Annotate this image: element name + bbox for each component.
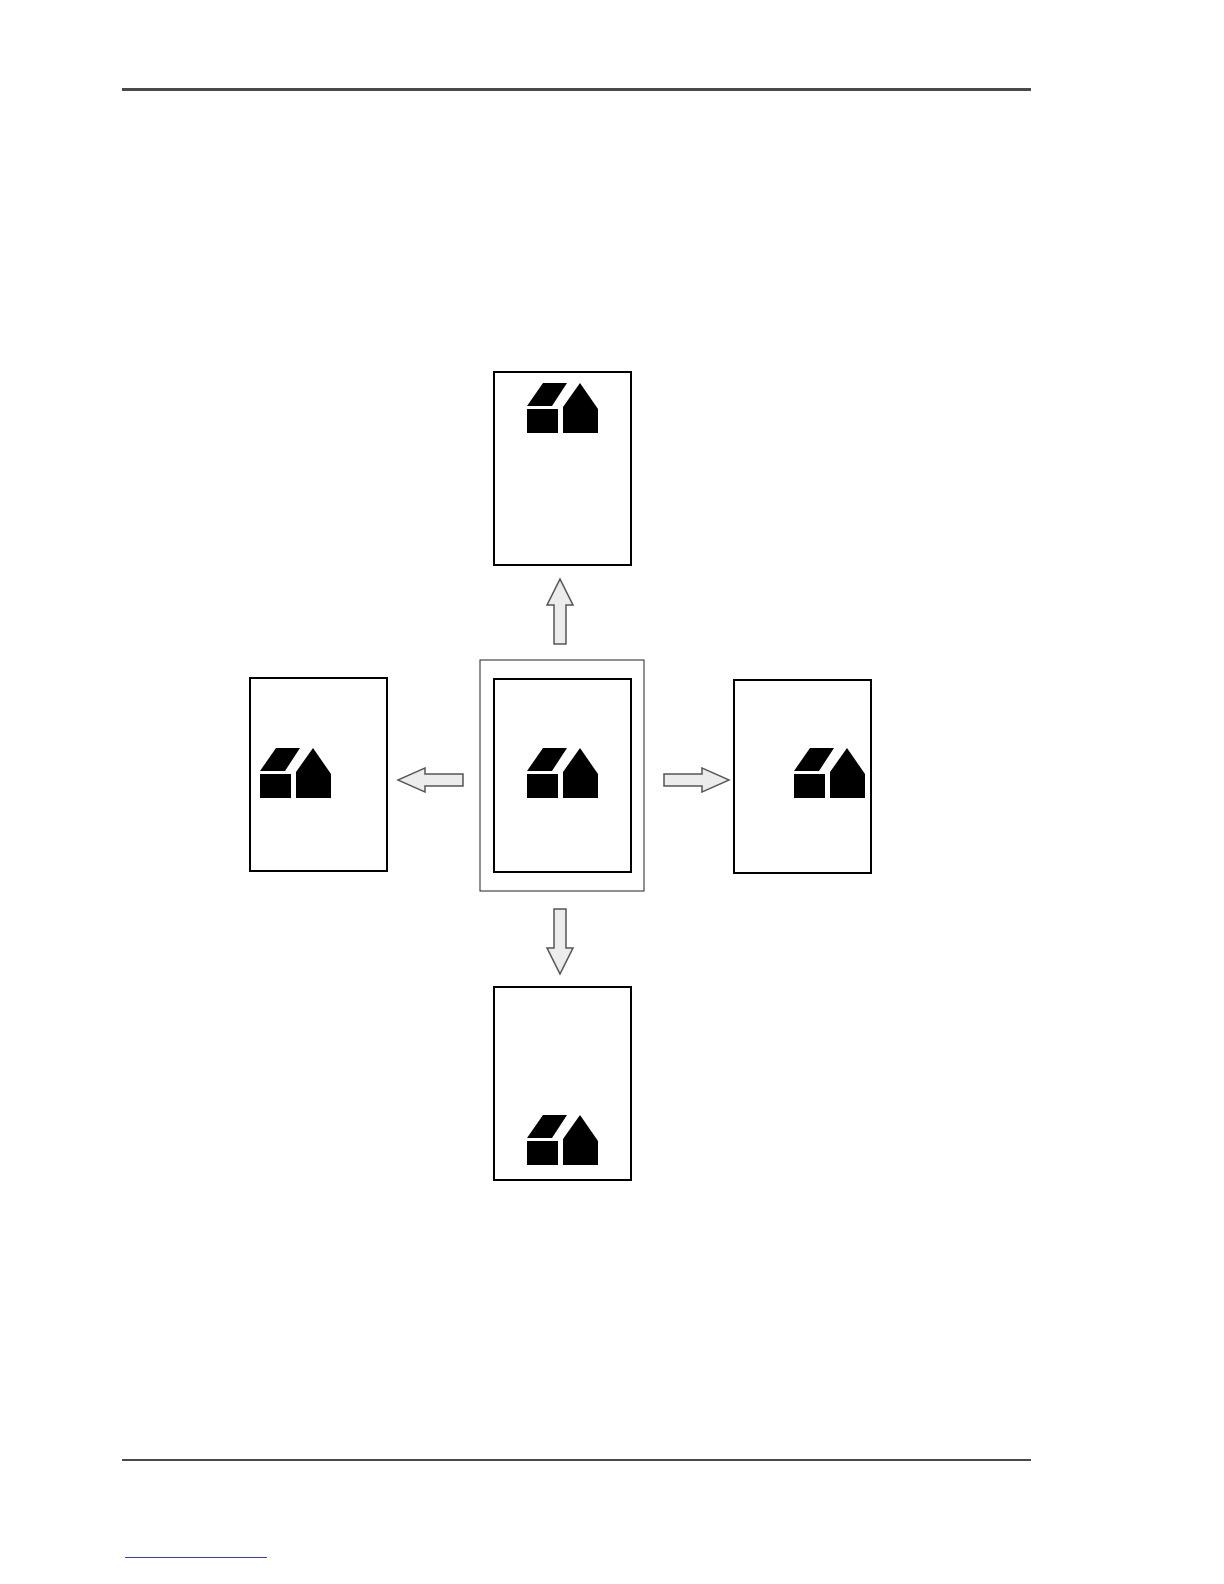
page-shifted-right [734,680,871,873]
footer-rule [122,1459,1031,1461]
page-shifted-up [494,372,631,565]
footer-link-underline[interactable] [125,1557,267,1558]
arrow-right-icon [664,768,729,792]
arrow-down-icon [547,909,573,974]
arrow-up-icon [547,579,573,644]
page-shifted-down [494,987,631,1180]
page-shifted-left [250,678,387,871]
page-original-center [480,660,644,891]
arrow-left-icon [398,768,463,792]
